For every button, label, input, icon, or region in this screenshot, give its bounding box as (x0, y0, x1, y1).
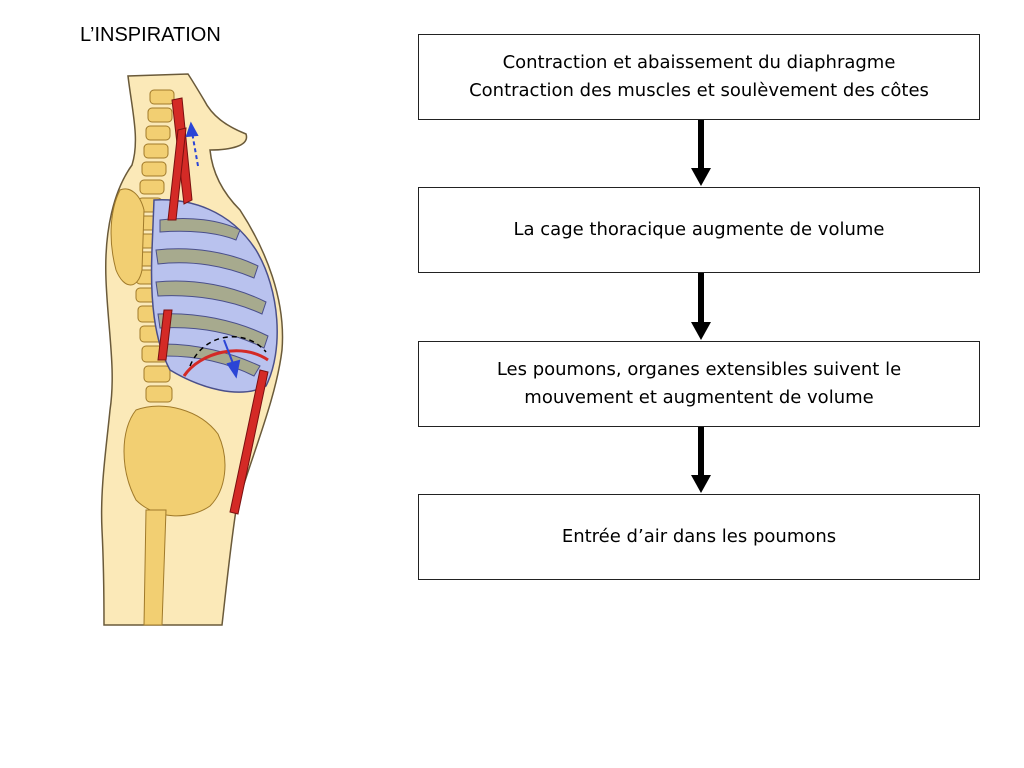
flow-step-4: Entrée d’air dans les poumons (418, 494, 980, 580)
flow-step-3-text: Les poumons, organes extensibles suivent… (496, 359, 902, 408)
muscles (157, 97, 269, 515)
scapula (110, 188, 145, 286)
blue-arrow-icon (223, 339, 241, 379)
flow-step-1-line-1: Contraction et abaissement du diaphragme (502, 52, 896, 73)
flow-step-2: La cage thoracique augmente de volume (418, 187, 980, 273)
pelvis (123, 405, 226, 517)
thorax-anatomy-illustration (100, 73, 284, 626)
flow-step-4-text: Entrée d’air dans les poumons (561, 526, 837, 547)
flow-step-1: Contraction et abaissement du diaphragme… (418, 34, 980, 120)
page-title: L’INSPIRATION (80, 24, 221, 46)
flow-step-3: Les poumons, organes extensibles suivent… (418, 341, 980, 427)
down-arrow-icon (691, 273, 711, 340)
blue-arrow-icon (185, 121, 199, 167)
femur (143, 509, 167, 626)
diaphragm-relaxed-outline (189, 336, 267, 367)
diaphragm (182, 349, 269, 377)
flow-step-1-line-2: Contraction des muscles et soulèvement d… (469, 80, 929, 101)
flow-step-2-text: La cage thoracique augmente de volume (513, 219, 885, 240)
down-arrow-icon (691, 120, 711, 186)
down-arrow-icon (691, 427, 711, 493)
